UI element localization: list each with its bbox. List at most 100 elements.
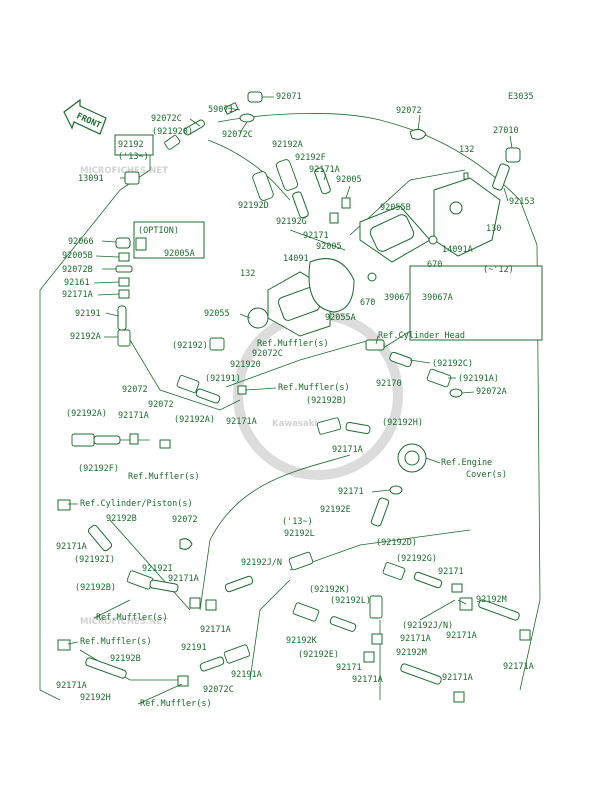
leader-lines xyxy=(67,96,513,705)
label-670-b: 670 xyxy=(360,298,375,308)
part-ref-muffler-6 xyxy=(177,675,189,687)
label-92192a-paren: (92192A) xyxy=(66,409,107,419)
upper-hoses xyxy=(252,159,351,224)
pipe-92192h xyxy=(345,421,371,435)
label-92192l: 92192L xyxy=(284,529,315,539)
label-92192e: 92192E xyxy=(320,505,351,515)
label-92192b-paren2: (92192B) xyxy=(75,583,116,593)
label-92192h-paren: (92192H) xyxy=(382,418,423,428)
label-92192i: 92192I xyxy=(142,564,173,574)
pipe-92192b-b xyxy=(85,657,127,679)
label-92192a-top: 92192A xyxy=(272,140,303,150)
label-ref-cyl-head: Ref.Cylinder Head xyxy=(378,331,465,341)
label-39067: 39067 xyxy=(384,293,410,303)
label-ref-muffler-2: Ref.Muffler(s) xyxy=(278,383,350,393)
label-92171-b: 92171 xyxy=(438,567,464,577)
label-ref-muffler-5: Ref.Muffler(s) xyxy=(80,637,152,647)
label-92192jn-paren: (92192J/N) xyxy=(402,621,453,631)
label-92191-b: 92191 xyxy=(181,643,207,653)
spring-92192k xyxy=(292,602,320,622)
label-ref-muffler-3: Ref.Muffler(s) xyxy=(128,472,200,482)
pipe-92072c xyxy=(183,119,205,136)
label-92161: 92161 xyxy=(64,278,90,288)
label-ref-muffler-1: Ref.Muffler(s) xyxy=(257,339,329,349)
part-92171a-b1 xyxy=(205,599,217,611)
label-92192c-paren: (92192C) xyxy=(432,359,473,369)
label-92192m: 92192M xyxy=(476,595,507,605)
label-92192b: 92192B xyxy=(106,514,137,524)
pipe-92192c xyxy=(389,351,413,368)
label-13091: 13091 xyxy=(78,174,104,184)
label-92191a-paren: (92191A) xyxy=(458,374,499,384)
label-92192i-paren: (92192I) xyxy=(74,555,115,565)
label-92171-top: 92171 xyxy=(303,231,329,241)
spring-92192a-mid xyxy=(176,375,200,393)
label-92005-b: 92005 xyxy=(316,242,342,252)
label-92192-paren: (92192) xyxy=(172,341,208,351)
clip-92072 xyxy=(409,128,427,140)
part-ref-muffler-3 xyxy=(159,439,171,449)
part-92171a-l1 xyxy=(118,289,130,299)
label-92171a-m2: 92171A xyxy=(332,445,363,455)
o-ring-92171 xyxy=(389,485,403,495)
label-92072c-b: 92072C xyxy=(222,130,253,140)
part-92192b xyxy=(237,385,247,395)
pipe-92192e-b xyxy=(329,616,357,632)
label-92192m-b: 92192M xyxy=(396,648,427,658)
hose-92192g xyxy=(292,191,309,219)
part-92171-b2 xyxy=(363,651,375,663)
label-92171-b2: 92171 xyxy=(336,663,362,673)
label-13-b: ('13~) xyxy=(282,517,313,527)
clip-92072c xyxy=(239,113,255,123)
spring-92192 xyxy=(164,135,181,150)
pipe-92192jn xyxy=(224,575,254,593)
label-39067a: 39067A xyxy=(422,293,453,303)
pipe-92192f xyxy=(93,435,121,445)
pipe-92192i xyxy=(149,579,179,593)
label-92171a-l2: 92171A xyxy=(118,411,149,421)
bolt-132-top xyxy=(463,172,469,180)
diagram-code: E3035 xyxy=(508,92,534,102)
pipe-92192m xyxy=(478,599,520,621)
label-92171a-b5: 92171A xyxy=(446,631,477,641)
label-92071: 92071 xyxy=(276,92,302,102)
label-92072-l2: 92072 xyxy=(148,400,174,410)
label-92171a-b4: 92171A xyxy=(503,662,534,672)
o-ring-670-b xyxy=(367,272,377,282)
label-ref-engine-cover2: Cover(s) xyxy=(466,470,507,480)
label-option: (OPTION) xyxy=(138,226,179,236)
label-92072b: 92072B xyxy=(62,265,93,275)
pipe-92072-mid xyxy=(195,388,221,404)
label-92171a-b1: 92171A xyxy=(200,625,231,635)
label-12: (~'12) xyxy=(483,265,514,275)
label-92192d-top: 92192D xyxy=(238,201,269,211)
label-92191-paren: (92191) xyxy=(205,374,241,384)
label-92072-b: 92072 xyxy=(172,515,198,525)
fitting-92005b xyxy=(118,252,130,262)
left-column-parts xyxy=(71,237,247,449)
spring-92192h xyxy=(316,417,342,435)
fitting-92153 xyxy=(492,163,510,191)
label-130: 130 xyxy=(486,224,501,234)
watermark-text-top: MICROFICHES.NET xyxy=(80,166,168,176)
label-92192a-l: 92192A xyxy=(70,332,101,342)
part-92171a-b7 xyxy=(453,691,465,703)
pipe-92192b xyxy=(87,524,113,552)
option-part-92005a xyxy=(135,237,147,251)
spring-92192-paren xyxy=(209,337,225,351)
hose-92192f xyxy=(275,159,299,191)
label-92072a: 92072A xyxy=(476,387,507,397)
hose-92192d xyxy=(252,171,274,201)
pipe-92191-b xyxy=(199,656,225,672)
spring-92191a-b xyxy=(223,644,251,664)
label-14091: 14091 xyxy=(283,254,309,264)
label-27010: 27010 xyxy=(493,126,519,136)
label-92170: 92170 xyxy=(376,379,402,389)
label-92171a-l3: 92171A xyxy=(56,542,87,552)
clip-92072a xyxy=(449,388,463,398)
spring-92192a-l xyxy=(71,433,95,447)
label-92055: 92055 xyxy=(204,309,230,319)
label-92192l-paren: (92192L) xyxy=(330,596,371,606)
spring-92191a xyxy=(426,368,452,388)
